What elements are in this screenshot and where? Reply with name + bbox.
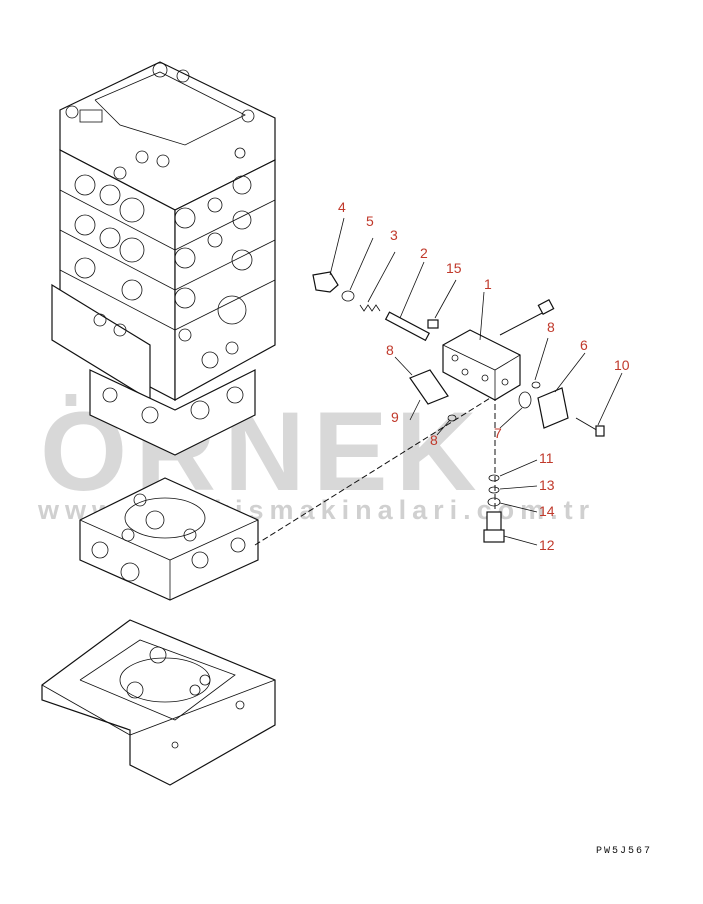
valve-block [442,329,521,401]
ring-11 [488,474,500,482]
parts [312,271,605,543]
callout-9: 9 [391,409,399,425]
base-plate [41,619,276,786]
o-ring-8b [447,414,457,422]
callout-7: 7 [494,425,502,441]
o-ring-5 [341,290,355,302]
callout-8c: 8 [430,432,438,448]
callout-3: 3 [390,227,398,243]
callout-4: 4 [338,199,346,215]
callout-15: 15 [446,260,462,276]
ring-14 [487,497,501,507]
leader-lines [329,217,623,546]
callout-5: 5 [366,213,374,229]
ring-13 [488,486,500,494]
callout-2: 2 [420,245,428,261]
plug-12 [486,511,502,533]
plug-15 [427,319,439,329]
callout-10: 10 [614,357,630,373]
callouts: 1 2 3 4 5 6 7 8 8 8 9 10 11 12 13 14 15 [338,199,630,553]
seal-7 [518,391,532,409]
callout-1: 1 [484,276,492,292]
callout-11: 11 [539,450,554,466]
callout-8a: 8 [547,319,555,335]
cover-plate [537,387,569,429]
callout-6: 6 [580,337,588,353]
valve-section [79,477,259,601]
callout-12: 12 [539,537,555,553]
spool [384,311,430,342]
drawing-code: PW5J567 [596,846,652,857]
callout-13: 13 [539,477,555,493]
valve-stack [51,61,276,456]
o-ring-8a [531,381,541,389]
plug [312,271,339,293]
callout-8b: 8 [386,342,394,358]
plate-9 [409,369,449,405]
spring [359,304,381,312]
callout-14: 14 [539,503,555,519]
